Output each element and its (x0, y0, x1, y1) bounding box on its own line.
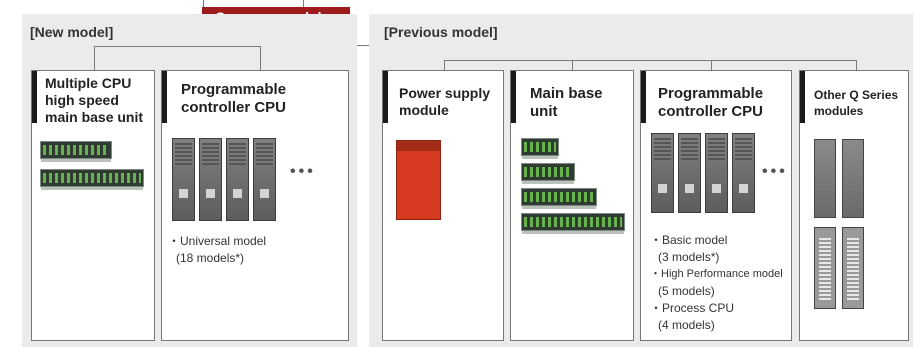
ellipsis: ••• (762, 163, 788, 180)
card-title-line: module (399, 102, 449, 118)
card-title: Programmable controller CPU (181, 81, 286, 117)
base-unit-image (521, 163, 575, 184)
card-title-line: modules (814, 104, 864, 118)
note-line: ・Basic model (650, 233, 728, 247)
cpu-module-image (172, 138, 195, 221)
cpu-module-image (651, 133, 674, 213)
card-main-base-unit: Main base unit (510, 70, 634, 341)
card-accent (641, 71, 646, 123)
new-model-tree-horizontal (94, 46, 260, 47)
card-title: Multiple CPU high speed main base unit (45, 75, 143, 126)
power-supply-top (397, 141, 440, 151)
card-title-line: main base unit (45, 109, 144, 125)
base-unit-image (40, 141, 112, 162)
previous-model-tree-drop (711, 60, 712, 70)
q-series-module-image (814, 139, 836, 218)
cpu-module-image (253, 138, 276, 221)
ellipsis: ••• (290, 163, 316, 180)
card-title-line: unit (530, 103, 558, 120)
cpu-module-image (226, 138, 249, 221)
card-title-line: Programmable (658, 85, 764, 102)
card-title-line: Other Q Series (814, 88, 899, 102)
new-model-title: [New model] (30, 24, 114, 40)
cpu-module-image (199, 138, 222, 221)
card-programmable-cpu-previous: Programmable controller CPU ••• ・Basic m… (640, 70, 792, 341)
previous-model-tree-drop (856, 60, 857, 70)
q-series-io-module-image (842, 227, 864, 309)
card-title-line: Multiple CPU (45, 75, 132, 91)
connector-top-left (203, 0, 204, 7)
card-title-line: Power supply (399, 85, 491, 101)
card-note: ・Basic model (3 models*) ・High Performan… (650, 232, 783, 334)
base-unit-image (521, 188, 597, 209)
card-title-line: high speed (45, 92, 119, 108)
card-title-line: controller CPU (658, 103, 764, 120)
card-accent (162, 71, 167, 123)
previous-model-title: [Previous model] (384, 24, 498, 40)
note-line: (18 models*) (176, 251, 245, 265)
card-note: ・Universal model (18 models*) (168, 233, 266, 267)
card-title: Main base unit (530, 85, 603, 121)
previous-model-tree-horizontal (444, 60, 856, 61)
new-model-tree-right-drop (260, 46, 261, 70)
card-title: Power supply module (399, 85, 490, 119)
card-title-line: Programmable (181, 81, 287, 98)
card-other-q-series: Other Q Series modules (799, 70, 909, 341)
q-series-module-image (842, 139, 864, 218)
card-accent (511, 71, 516, 123)
card-accent (800, 71, 805, 123)
base-unit-image (521, 138, 559, 159)
connector-top-right (303, 0, 304, 7)
base-unit-image (521, 213, 625, 234)
note-line: ・Process CPU (650, 301, 735, 315)
q-series-io-module-image (814, 227, 836, 309)
card-accent (383, 71, 388, 123)
previous-model-tree-drop (572, 60, 573, 70)
previous-model-tree-drop (444, 60, 445, 70)
base-unit-image (40, 169, 144, 190)
power-supply-image (396, 140, 441, 220)
note-line: (5 models) (658, 284, 715, 298)
cpu-module-image (705, 133, 728, 213)
cpu-module-image (732, 133, 755, 213)
card-title-line: controller CPU (181, 99, 287, 116)
card-title-line: Main base (530, 85, 603, 102)
card-multiple-cpu-base: Multiple CPU high speed main base unit (31, 70, 155, 341)
note-line: (4 models) (658, 318, 715, 332)
card-accent (32, 71, 37, 123)
card-programmable-cpu-new: Programmable controller CPU ••• ・Univers… (161, 70, 349, 341)
cpu-module-image (678, 133, 701, 213)
note-line: (3 models*) (658, 250, 720, 264)
new-model-tree-left-drop (94, 46, 95, 70)
card-title: Other Q Series modules (814, 87, 898, 119)
note-line: ・High Performance model (650, 268, 783, 280)
card-title: Programmable controller CPU (658, 85, 763, 121)
note-line: ・Universal model (168, 234, 267, 248)
